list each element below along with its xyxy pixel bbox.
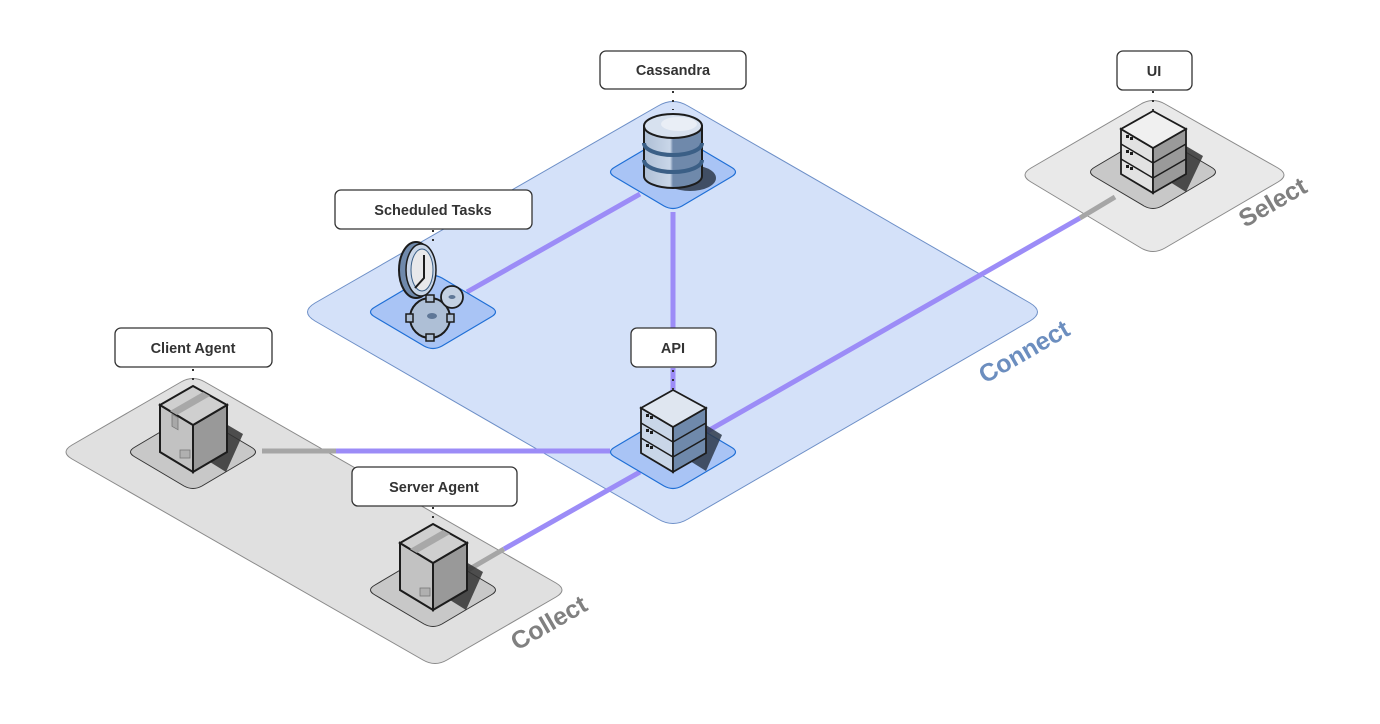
node-label-box <box>351 466 518 507</box>
server-icon <box>1119 109 1203 195</box>
clock-gears-icon <box>398 241 464 342</box>
edges <box>262 191 1117 573</box>
edge-api-ui[interactable] <box>704 215 1082 435</box>
edge-scheduled-tasks-cassandra[interactable] <box>465 191 642 295</box>
node-ui[interactable]: UI <box>1090 50 1216 209</box>
group-collect-area <box>65 378 563 664</box>
node-label-box <box>1116 50 1193 91</box>
node-label-box <box>630 327 717 368</box>
node-label-box <box>599 50 747 90</box>
node-label-box <box>334 189 533 230</box>
database-icon <box>642 113 716 191</box>
package-icon <box>398 522 483 612</box>
node-server-agent[interactable]: Server Agent <box>351 466 518 627</box>
node-label: Scheduled Tasks <box>374 203 491 219</box>
edge-server-agent-api-inner <box>466 546 506 573</box>
group-collect <box>65 378 563 664</box>
node-scheduled-tasks[interactable]: Scheduled Tasks <box>334 189 533 350</box>
node-label: API <box>661 341 685 357</box>
node-label: UI <box>1147 64 1162 80</box>
node-api[interactable]: API <box>609 327 737 490</box>
edge-server-agent-api[interactable] <box>502 469 642 552</box>
node-label: Server Agent <box>389 480 479 496</box>
node-label-box <box>114 327 273 368</box>
node-label: Client Agent <box>151 341 236 357</box>
edge-api-ui-inner <box>1078 194 1117 221</box>
node-client-agent[interactable]: Client Agent <box>114 327 273 489</box>
server-icon <box>639 388 722 474</box>
node-label: Cassandra <box>636 63 711 79</box>
node-cassandra[interactable]: Cassandra <box>599 50 747 210</box>
package-icon <box>158 384 243 474</box>
